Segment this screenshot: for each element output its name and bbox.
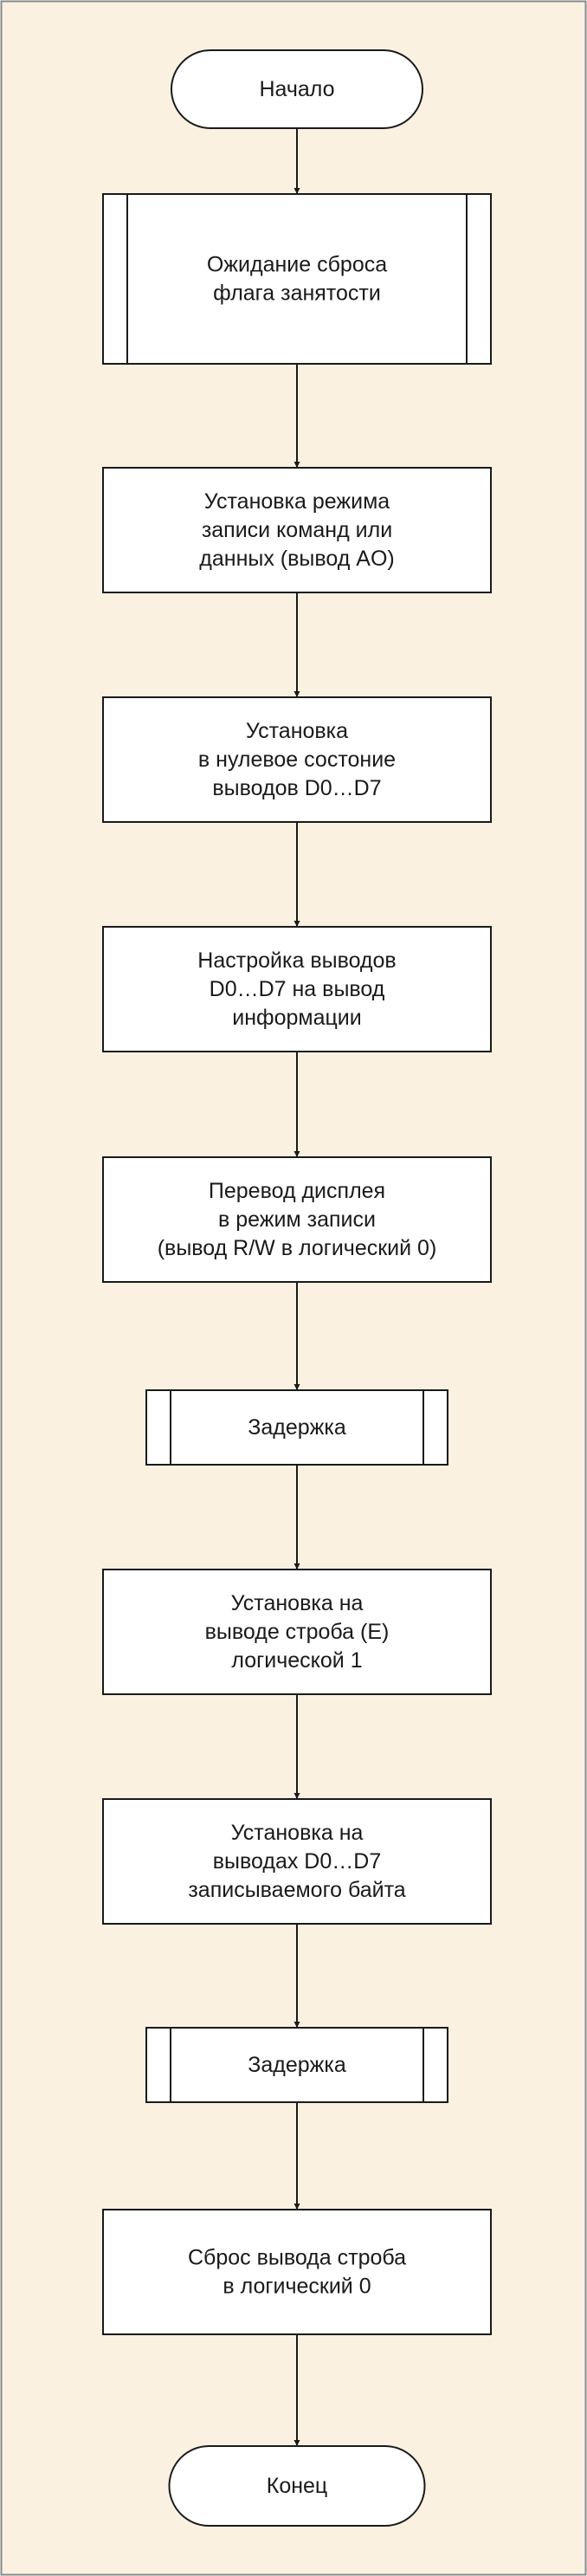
process-shape — [102, 926, 492, 1052]
node-label-line: Ожидание сброса — [207, 253, 387, 277]
node-delay-1: Задержка — [145, 1389, 448, 1466]
node-label-line: Задержка — [248, 2053, 346, 2077]
node-end: Конец — [168, 2445, 426, 2527]
node-label-line: записи команд или — [202, 518, 392, 542]
node-write-mode: Перевод дисплея в режим записи (вывод R/W … — [102, 1156, 492, 1283]
node-label-line: логической 1 — [231, 1648, 362, 1673]
node-set-byte: Установка на выводах D0…D7 записываемого б… — [102, 1798, 492, 1925]
terminal-shape — [171, 49, 423, 129]
node-label-line: Установка режима — [204, 489, 390, 514]
process-shape — [102, 1569, 492, 1695]
process-shape — [102, 2209, 492, 2335]
process-shape — [102, 696, 492, 823]
node-label-line: Начало — [259, 77, 334, 101]
node-start: Начало — [171, 49, 423, 129]
node-label-line: Настройка выводов — [197, 948, 396, 973]
node-label-line: Задержка — [248, 1415, 346, 1440]
node-label-line: в логический 0 — [223, 2275, 371, 2299]
node-zero-pins: Установка в нулевое состоние выводов D0…D7 — [102, 696, 492, 823]
process-shape — [102, 467, 492, 593]
subroutine-shape — [145, 1389, 448, 1466]
node-label-line: выводов D0…D7 — [212, 776, 381, 800]
node-label-line: Перевод дисплея — [209, 1179, 385, 1203]
node-wait-busy: Ожидание сброса флага занятости — [102, 193, 492, 365]
node-delay-2: Задержка — [145, 2027, 448, 2103]
process-shape — [102, 1156, 492, 1283]
process-shape — [102, 1798, 492, 1925]
node-label-line: Установка на — [231, 1821, 364, 1845]
node-label-line: Установка — [246, 719, 348, 743]
node-strobe-low: Сброс вывода строба в логический 0 — [102, 2209, 492, 2335]
node-label-line: данных (вывод AO) — [199, 547, 394, 571]
node-set-mode: Установка режима записи команд или данных … — [102, 467, 492, 593]
node-label-line: выводах D0…D7 — [213, 1849, 381, 1874]
node-label-line: в режим записи — [218, 1207, 376, 1232]
node-label-line: D0…D7 на вывод — [210, 977, 385, 1001]
node-label-line: информации — [232, 1006, 362, 1030]
node-label-line: записываемого байта — [188, 1878, 405, 1902]
node-label-line: Конец — [267, 2474, 328, 2498]
node-label-line: выводе строба (E) — [205, 1620, 390, 1644]
node-label-line: флага занятости — [213, 282, 381, 306]
subroutine-shape — [145, 2027, 448, 2103]
node-label-line: Установка на — [231, 1591, 364, 1615]
node-strobe-high: Установка на выводе строба (E) логической … — [102, 1569, 492, 1695]
node-label-line: в нулевое состоние — [198, 748, 396, 772]
terminal-shape — [168, 2445, 426, 2527]
node-label-line: Сброс вывода строба — [188, 2246, 406, 2270]
subroutine-shape — [102, 193, 492, 365]
node-label-line: (вывод R/W в логический 0) — [158, 1236, 437, 1260]
